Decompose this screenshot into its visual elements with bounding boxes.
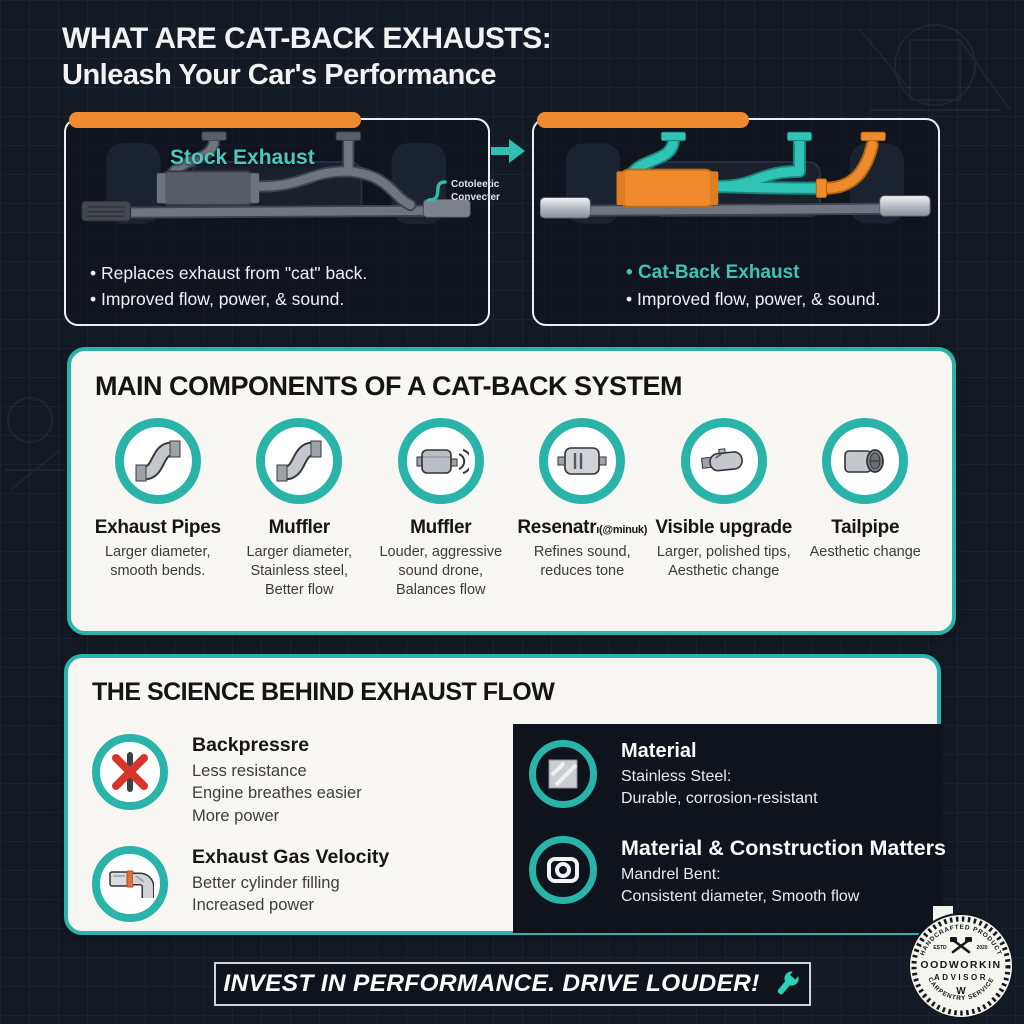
science-item-mandrel: Material & Construction Matters Mandrel … <box>529 836 946 907</box>
no-backpressure-icon <box>112 752 148 792</box>
science-item-desc: Less resistance Engine breathes easier M… <box>192 762 362 825</box>
component-tailpipe: Tailpipe Aesthetic change <box>795 418 937 600</box>
footer-banner-text: INVEST IN PERFORMANCE. DRIVE LOUDER! <box>223 970 760 997</box>
badge-name: OODWORKIN <box>920 959 1001 971</box>
science-item-title: Exhaust Gas Velocity <box>192 846 390 868</box>
component-ring <box>256 418 343 504</box>
science-item-title: Material <box>621 740 697 762</box>
catback-label: Cat-Back Exhaust <box>626 259 880 287</box>
science-item-title: Backpressre <box>192 734 310 756</box>
panel-accent-bar <box>69 112 361 128</box>
stock-exhaust-panel: Stock Exhaust Replaces exhaust from "cat… <box>64 112 490 326</box>
component-ring <box>114 418 201 504</box>
science-ring <box>92 846 168 922</box>
main-components-card: MAIN COMPONENTS OF A CAT-BACK SYSTEM Exh… <box>67 347 956 635</box>
stock-exhaust-illustration <box>81 131 471 224</box>
catalytic-converter-annotation: Cotoleetic Convecter <box>425 178 500 204</box>
stock-bullets: Replaces exhaust from "cat" back. Improv… <box>90 261 367 312</box>
science-text: Backpressre Less resistance Engine breat… <box>192 734 362 827</box>
elbow-pipe-icon <box>109 870 154 898</box>
science-ring <box>92 734 168 810</box>
component-ring <box>397 418 484 504</box>
science-item-desc: Stainless Steel: Durable, corrosion-resi… <box>621 768 818 807</box>
blueprint-sketch-left <box>5 397 65 491</box>
s-pipe-icon <box>276 440 322 482</box>
mandrel-bent-icon <box>547 857 579 883</box>
science-heading: THE SCIENCE BEHIND EXHAUST FLOW <box>92 678 555 706</box>
resonator-icon <box>557 447 607 475</box>
tailpipe-icon <box>844 449 885 473</box>
badge-subtitle: ADVISOR <box>934 973 988 982</box>
stock-exhaust-label: Stock Exhaust <box>170 146 315 169</box>
component-desc: Larger diameter, smooth bends. <box>104 544 211 579</box>
science-ring <box>529 740 597 808</box>
science-item-gas-velocity: Exhaust Gas Velocity Better cylinder fil… <box>92 846 389 922</box>
wrench-icon <box>777 969 801 995</box>
catback-bullets: Cat-Back Exhaust Improved flow, power, &… <box>626 259 880 312</box>
page-title-line2: Unleash Your Car's Performance <box>62 59 497 91</box>
badge-mark: W <box>956 986 966 997</box>
component-name-main: Resenatr <box>517 517 597 538</box>
science-text: Material Stainless Steel: Durable, corro… <box>621 740 818 809</box>
component-muffler-1: Muffler Larger diameter, Stainless steel… <box>229 418 371 600</box>
science-card: THE SCIENCE BEHIND EXHAUST FLOW Backpres… <box>64 654 946 935</box>
components-row: Exhaust Pipes Larger diameter, smooth be… <box>71 402 952 600</box>
page-title: WHAT ARE CAT-BACK EXHAUSTS: Unleash Your… <box>62 22 552 92</box>
muffler-sound-icon <box>416 449 469 474</box>
panel-accent-bar <box>537 112 749 128</box>
stock-bullet-1: Replaces exhaust from "cat" back. <box>90 261 367 286</box>
footer-banner: INVEST IN PERFORMANCE. DRIVE LOUDER! <box>214 962 811 1006</box>
components-heading: MAIN COMPONENTS OF A CAT-BACK SYSTEM <box>95 371 683 401</box>
component-name: Muffler <box>268 517 331 538</box>
component-resonator: Resenatrı(@minuk) Refines sound, reduces… <box>512 418 654 600</box>
component-visible-upgrade: Visible upgrade Larger, polished tips, A… <box>653 418 795 600</box>
steel-sheet-icon <box>548 759 578 789</box>
polished-tip-icon <box>700 448 743 472</box>
stock-bullet-2: Improved flow, power, & sound. <box>90 287 367 312</box>
component-exhaust-pipes: Exhaust Pipes Larger diameter, smooth be… <box>87 418 229 600</box>
component-name: Visible upgrade <box>655 517 793 538</box>
science-item-title: Material & Construction Matters <box>621 836 946 860</box>
component-name: Exhaust Pipes <box>94 517 221 538</box>
component-ring <box>539 418 626 504</box>
science-item-desc: Mandrel Bent: Consistent diameter, Smoot… <box>621 866 860 905</box>
badge-estd: ESTD <box>933 945 947 951</box>
science-item-desc: Better cylinder filling Increased power <box>192 874 340 915</box>
catback-exhaust-illustration <box>540 131 931 224</box>
component-desc: Larger diameter, Stainless steel, Better… <box>246 544 353 598</box>
component-ring <box>822 418 909 504</box>
science-text: Material & Construction Matters Mandrel … <box>621 836 946 907</box>
component-name: Muffler <box>410 517 472 538</box>
component-desc: Larger, polished tips, Aesthetic change <box>656 544 791 579</box>
blueprint-sketch-top-right <box>859 24 1011 111</box>
science-item-material: Material Stainless Steel: Durable, corro… <box>529 740 818 809</box>
component-ring <box>680 418 767 504</box>
science-text: Exhaust Gas Velocity Better cylinder fil… <box>192 846 389 917</box>
s-pipe-icon <box>135 440 181 482</box>
page-title-line1: WHAT ARE CAT-BACK EXHAUSTS: <box>62 22 552 55</box>
science-ring <box>529 836 597 904</box>
component-name: Tailpipe <box>831 517 900 538</box>
catback-exhaust-panel: Cat-Back Exhaust Improved flow, power, &… <box>532 112 940 326</box>
component-desc: Refines sound, reduces tone <box>533 544 631 579</box>
component-name: Resenatrı(@minuk) <box>512 517 654 539</box>
science-dark-panel: Material Stainless Steel: Durable, corro… <box>513 724 946 933</box>
component-name-suffix: ı(@minuk) <box>596 524 648 536</box>
badge-year: 2020 <box>976 945 987 951</box>
right-arrow-icon <box>491 139 525 163</box>
science-item-backpressure: Backpressre Less resistance Engine breat… <box>92 734 362 827</box>
component-desc: Louder, aggressive sound drone, Balances… <box>379 544 503 598</box>
squiggle-bracket-icon <box>427 180 447 202</box>
catback-bullet-1: Improved flow, power, & sound. <box>626 287 880 312</box>
component-desc: Aesthetic change <box>809 544 921 560</box>
brand-badge: HANDCRAFTED PRODUCT CARPENTRY SERVICE ES… <box>908 906 1014 1019</box>
catalytic-converter-label: Cotoleetic Convecter <box>451 179 500 203</box>
component-muffler-2: Muffler Louder, aggressive sound drone, … <box>370 418 512 600</box>
